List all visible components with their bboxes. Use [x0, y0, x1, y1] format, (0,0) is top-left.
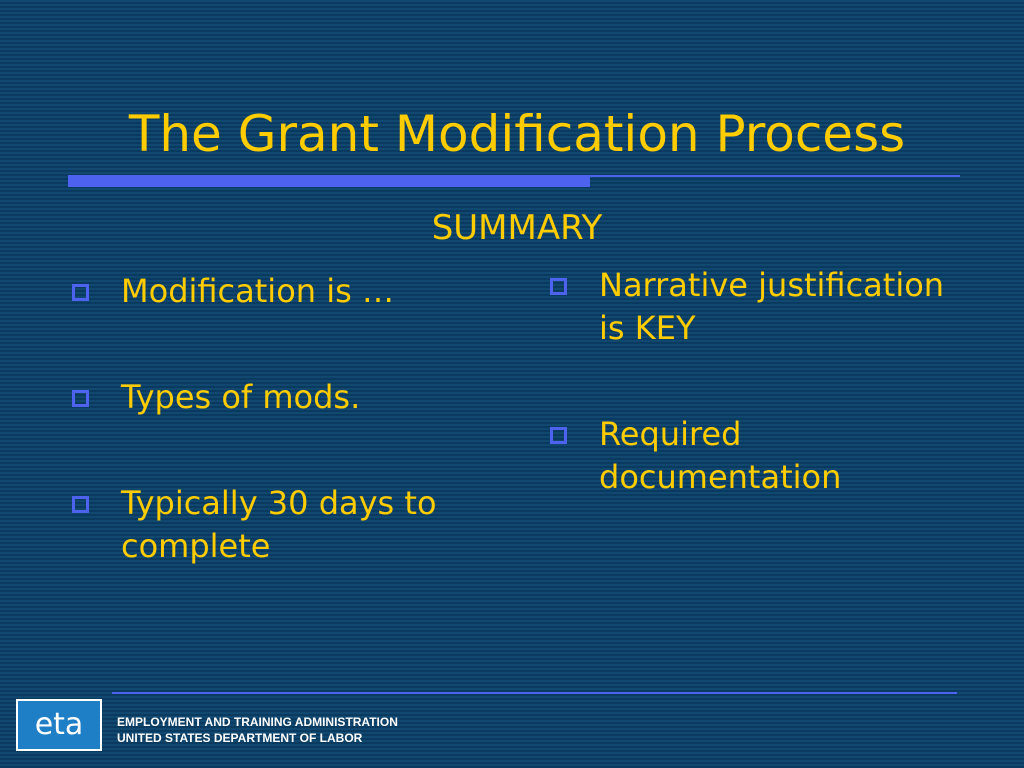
- footer-line-2: UNITED STATES DEPARTMENT OF LABOR: [117, 731, 363, 745]
- left-bullet-list: Modification is … Types of mods. Typical…: [72, 270, 472, 631]
- square-bullet-icon: [550, 278, 567, 295]
- square-bullet-icon: [550, 427, 567, 444]
- bullet-text: Required documentation: [599, 415, 842, 496]
- eta-logo: eta: [16, 699, 102, 751]
- title-underline-thick: [68, 175, 590, 187]
- bullet-item: Types of mods.: [72, 376, 472, 419]
- slide-title: The Grant Modification Process: [128, 105, 906, 163]
- footer-agency-text: EMPLOYMENT AND TRAINING ADMINISTRATION U…: [117, 714, 398, 746]
- slide-subtitle: SUMMARY: [431, 208, 603, 248]
- bullet-text: Types of mods.: [121, 378, 361, 416]
- bullet-text: Typically 30 days to complete: [121, 484, 437, 565]
- footer-line-1: EMPLOYMENT AND TRAINING ADMINISTRATION: [117, 715, 398, 729]
- footer-divider: [112, 692, 957, 694]
- title-underline-thin: [590, 175, 960, 177]
- bullet-text: Narrative justification is KEY: [599, 266, 945, 347]
- square-bullet-icon: [72, 284, 89, 301]
- bullet-item: Typically 30 days to complete: [72, 482, 472, 568]
- square-bullet-icon: [72, 496, 89, 513]
- square-bullet-icon: [72, 390, 89, 407]
- bullet-item: Narrative justification is KEY: [550, 264, 970, 350]
- bullet-item: Required documentation: [550, 413, 970, 499]
- bullet-text: Modification is …: [121, 272, 394, 310]
- right-bullet-list: Narrative justification is KEY Required …: [550, 264, 970, 562]
- bullet-item: Modification is …: [72, 270, 472, 313]
